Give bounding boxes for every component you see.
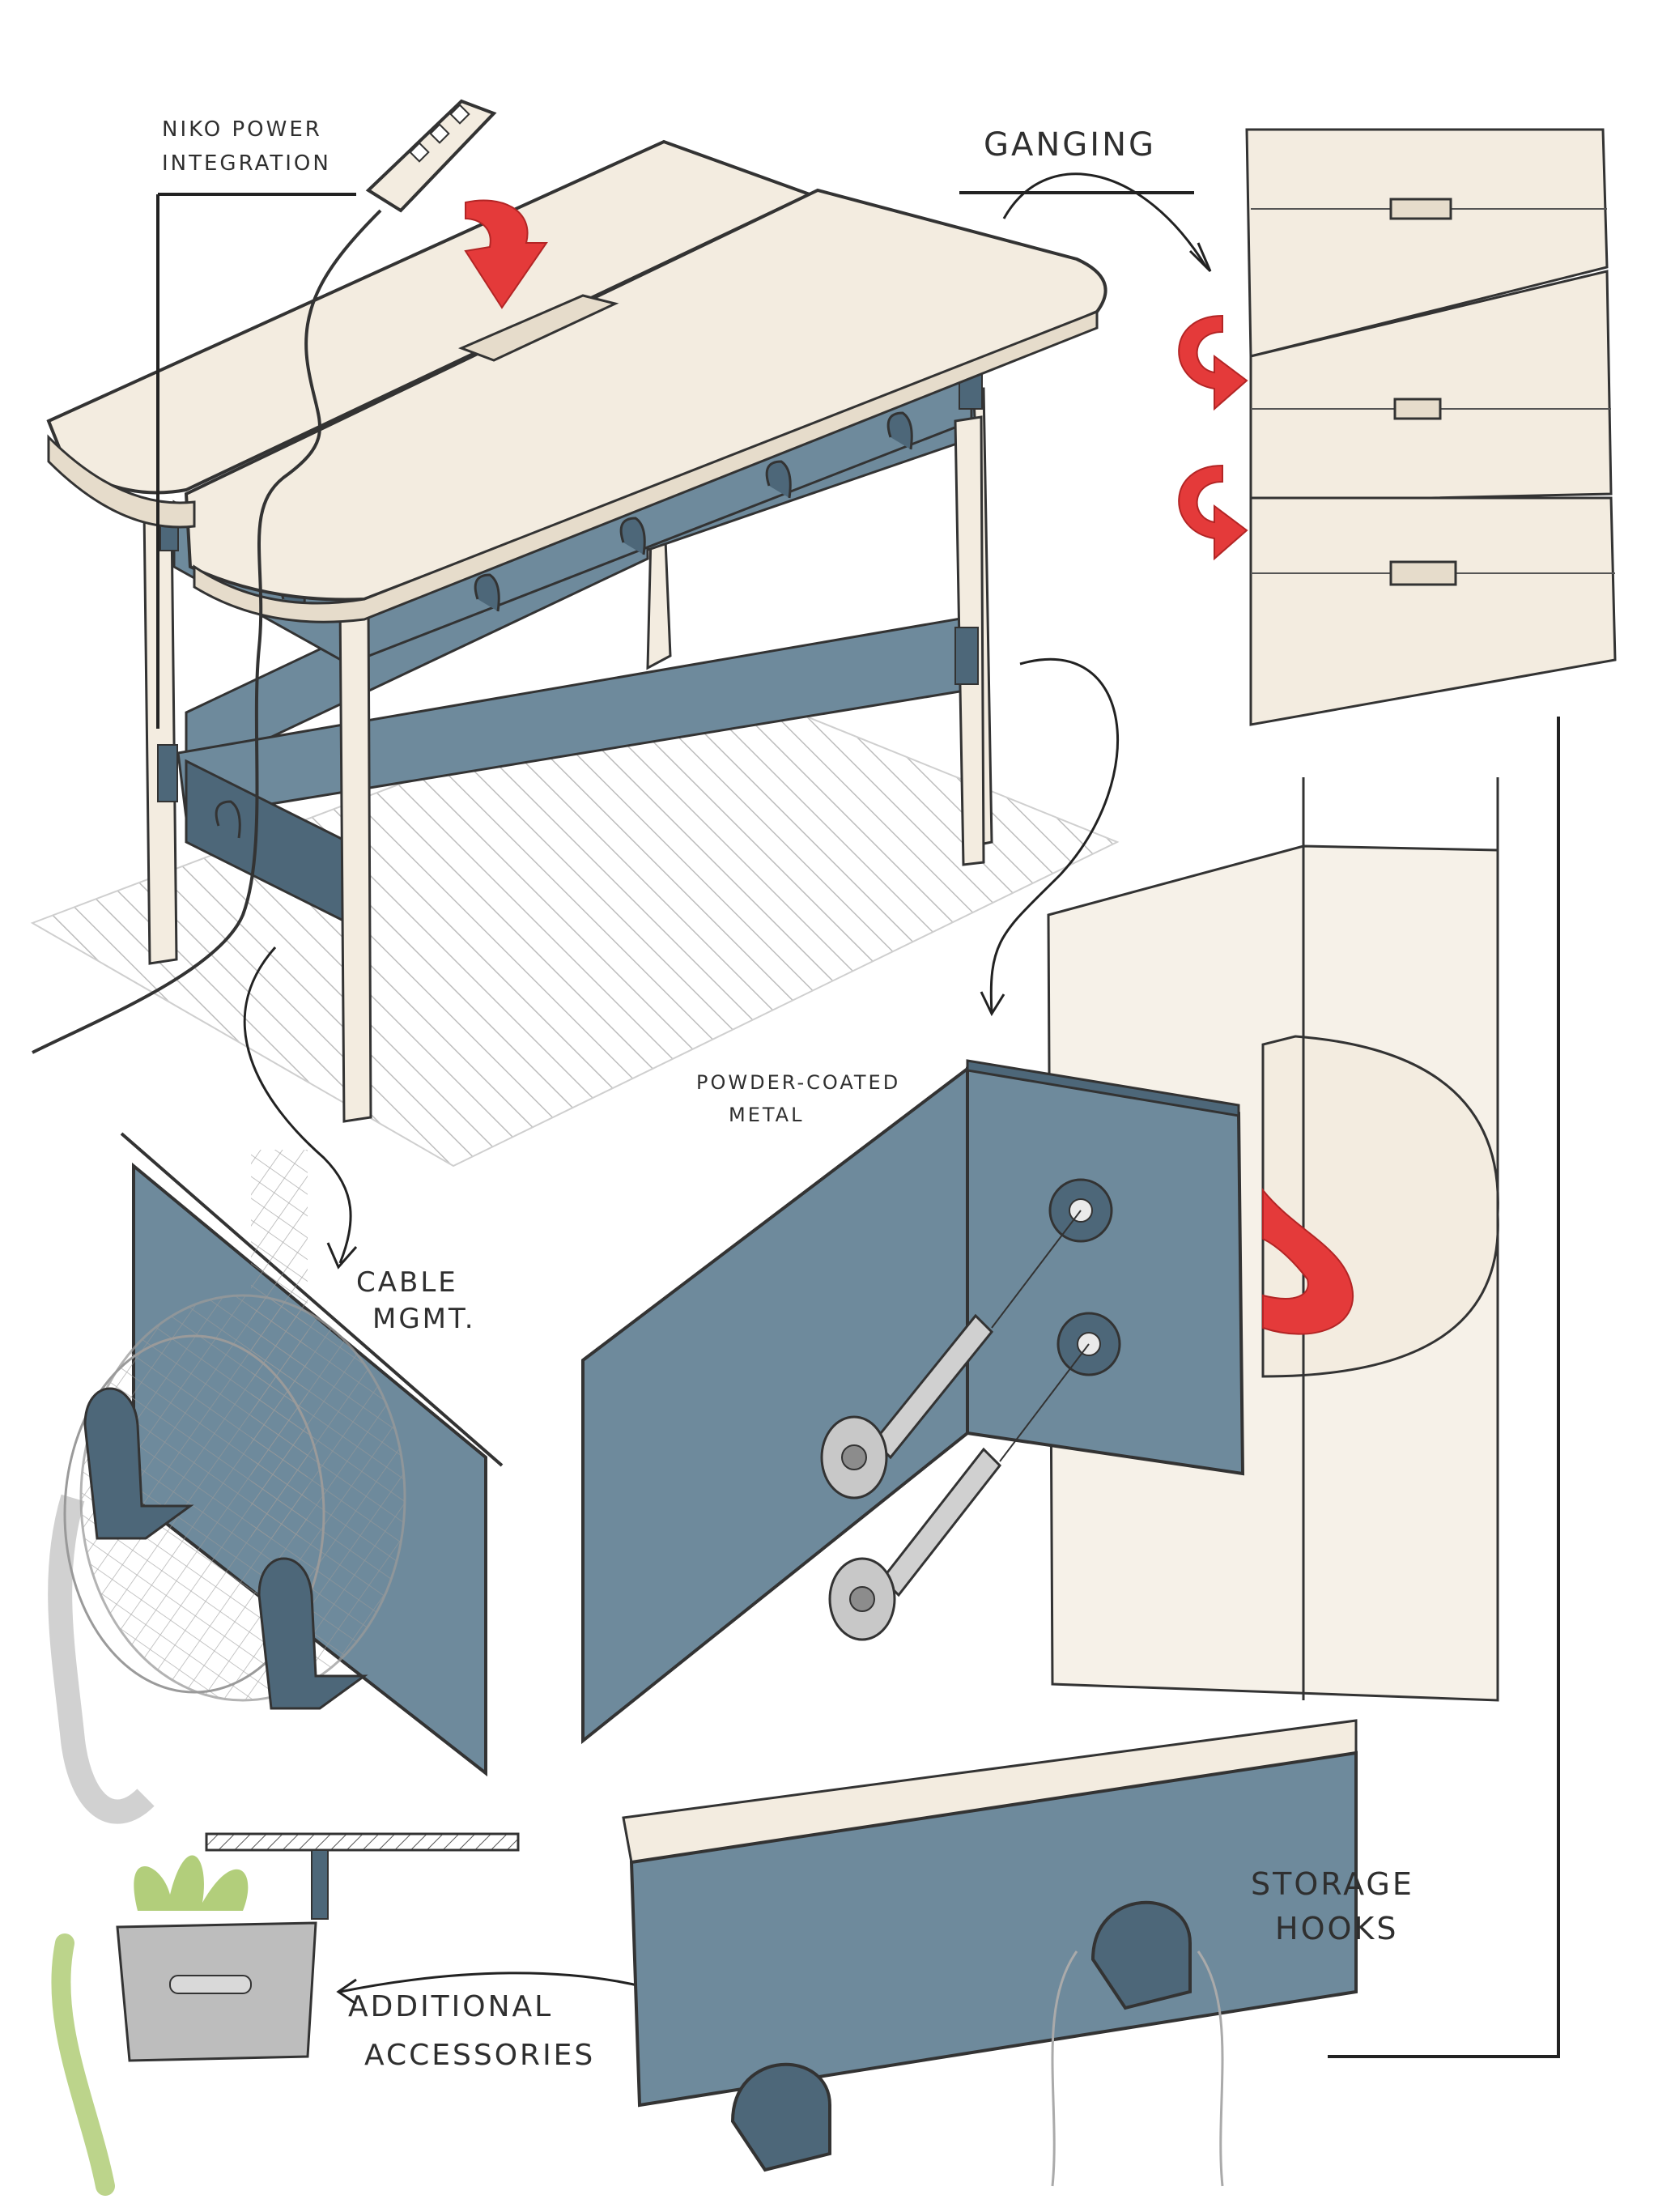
accessories-leader-head: [336, 1978, 357, 2006]
desk-shelf-section: [205, 1832, 520, 1852]
insert-arrow: [464, 199, 548, 309]
label-powder-line2: METAL: [729, 1104, 804, 1126]
rotate-arrow: [1178, 464, 1248, 561]
label-power-line2: INTEGRATION: [162, 151, 331, 176]
hook: [474, 573, 500, 612]
planter-handle: [169, 1975, 252, 1994]
cable-leader-head: [326, 1242, 358, 1270]
desk-top-edge: [193, 309, 1099, 623]
power-cable: [32, 209, 382, 1054]
power-socket: [449, 104, 470, 125]
rotate-arrow: [1178, 314, 1248, 411]
label-accessories-line2: ACCESSORIES: [364, 2039, 595, 2072]
hook: [886, 411, 913, 450]
hanging-cable: [1197, 1950, 1224, 2187]
ganging-panel: [1249, 496, 1617, 726]
detail-leader: [989, 657, 1120, 1013]
cable-leader: [243, 946, 352, 1264]
bolt-head-socket: [841, 1444, 867, 1470]
insert-arrow: [1262, 1188, 1354, 1335]
accessory-planter-detail: [51, 1832, 520, 2196]
cable-hanging: [48, 1494, 155, 1824]
ganging-leader: [1002, 172, 1208, 268]
ganging-illustration: [1178, 128, 1617, 726]
label-ganging: GANGING: [984, 126, 1156, 164]
label-power-line1: NIKO POWER: [162, 117, 322, 142]
detail-leader-head: [980, 991, 1005, 1017]
power-socket: [409, 142, 430, 163]
ganging-leader-head: [1188, 242, 1212, 273]
power-grommet: [457, 294, 619, 362]
label-cable-line2: MGMT.: [372, 1303, 476, 1335]
rail-front: [629, 1750, 1358, 2108]
angle-bracket-edge: [966, 1059, 1240, 1117]
ganging-panel: [1249, 270, 1613, 504]
front-leg: [142, 508, 178, 965]
storage-hooks-detail: [622, 1719, 1358, 2187]
label-accessories-line1: ADDITIONAL: [348, 1990, 553, 2023]
label-cable-line1: CABLE: [356, 1266, 458, 1299]
leg-bracket: [157, 744, 178, 802]
cable-panel-edge: [120, 1132, 504, 1467]
bolt-head-socket: [849, 1586, 875, 1612]
planter-mount: [311, 1849, 329, 1920]
cable-hook: [83, 1387, 194, 1540]
storage-hook: [1090, 1900, 1192, 2010]
bolt-guide-line: [999, 1343, 1090, 1462]
ganging-panel: [1245, 128, 1609, 358]
desk-illustration: [30, 99, 1120, 1168]
cable-coil: [63, 1334, 325, 1694]
label-storage-line1: STORAGE: [1251, 1866, 1414, 1902]
bracket-connection-detail: [581, 777, 1499, 1745]
ganging-connector: [1389, 198, 1452, 220]
front-leg: [338, 598, 372, 1123]
leg-bracket: [954, 627, 979, 685]
hook: [765, 460, 792, 499]
accessories-leader: [339, 1972, 648, 1993]
angle-bracket-face: [966, 1066, 1245, 1476]
label-power-leader: [156, 193, 356, 729]
power-strip: [365, 99, 497, 213]
label-storage-line2: HOOKS: [1275, 1911, 1398, 1946]
plant-leaves: [134, 1855, 249, 1911]
storage-hook: [730, 2062, 831, 2172]
ganging-connector: [1389, 560, 1457, 586]
hook: [619, 517, 646, 555]
bolt-guide-line: [991, 1210, 1082, 1329]
cable-management-detail: [48, 1132, 504, 1824]
ganging-connector: [1393, 398, 1442, 420]
label-powder-line1: POWDER-COATED: [696, 1071, 900, 1094]
power-socket: [429, 123, 450, 144]
sheet-frame-line: [1328, 717, 1560, 2058]
hanging-cable: [1051, 1950, 1078, 2187]
hook: [215, 800, 241, 839]
cable-hook: [257, 1557, 368, 1710]
plant-trailing: [51, 1933, 115, 2196]
cable-coil: [79, 1294, 406, 1702]
